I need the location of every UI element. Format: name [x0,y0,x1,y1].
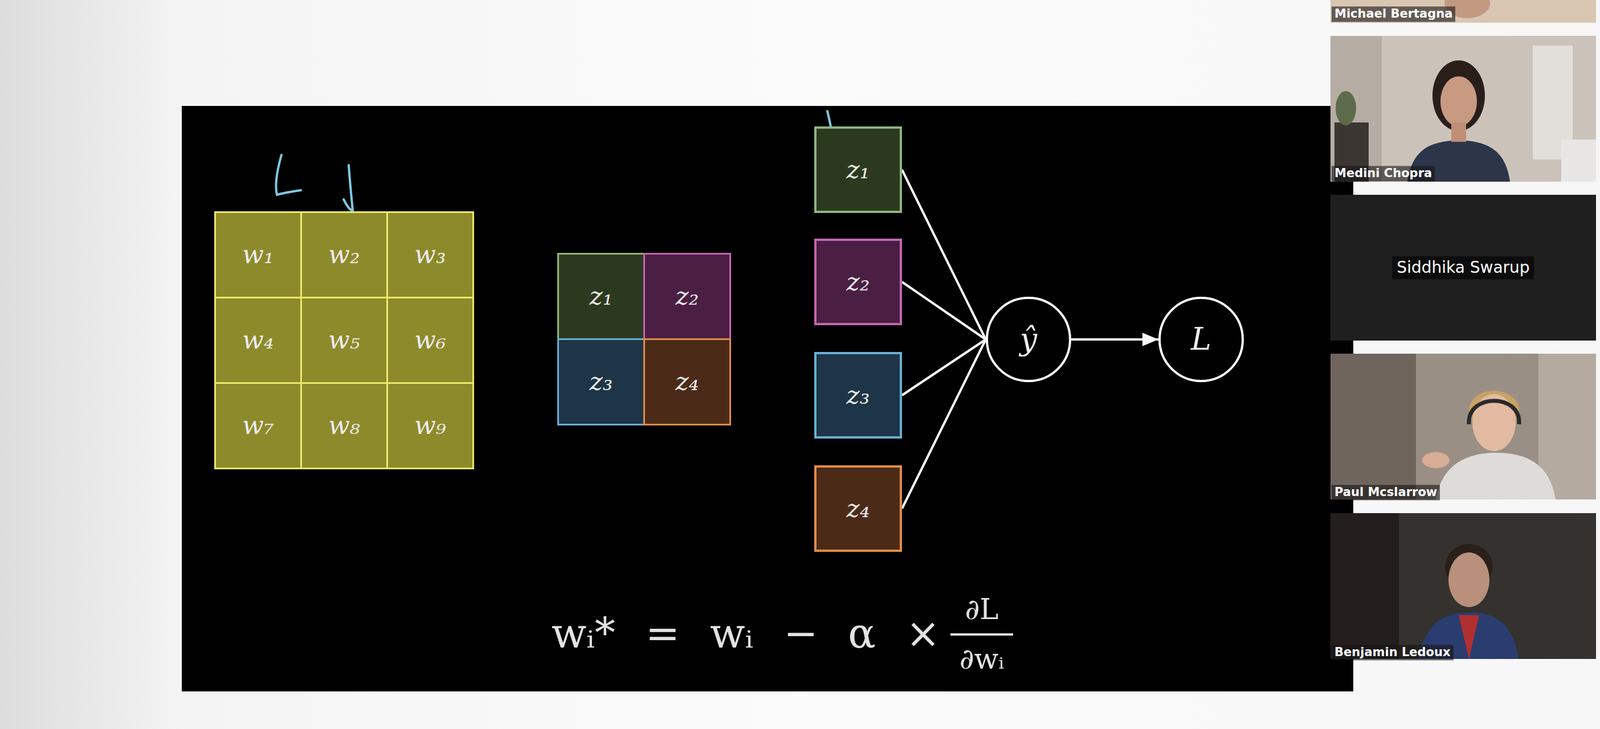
headphones [1468,401,1520,425]
node-text: ŷ [1019,321,1038,358]
node-text: z₄ [675,367,700,397]
connector-line [1071,338,1159,341]
weight-cell: w₂ [300,211,389,299]
feature-map-cell: z₂ [643,252,732,341]
participant-name: Paul Mcslarrow [1331,484,1440,501]
video-tile [1330,35,1597,182]
fraction-bar [950,633,1014,636]
node-text: z₁ [846,155,871,185]
room-plant [1335,91,1357,126]
weight-cell: w₄ [214,296,302,385]
update-formula: wᵢ* = wᵢ − α × [551,610,941,658]
video-tile [1330,513,1597,660]
node-text: z₁ [589,282,614,312]
node-text: w₈ [328,411,360,441]
pen-stroke [343,165,353,211]
node-text: z₃ [846,381,871,411]
weight-cell: w₈ [300,382,389,470]
node-text: w₉ [414,411,446,441]
person-neck [1451,122,1467,142]
connector-line [901,339,986,509]
video-tile [1330,194,1597,341]
weight-cell: w₅ [300,296,389,385]
node-text: L [1190,321,1212,358]
feature-map-cell: z₃ [557,338,646,426]
fraction-denominator: ∂wᵢ [959,643,1005,677]
flattened-cell: z₂ [814,238,902,326]
node-text: w₅ [328,325,360,355]
node-text: w₃ [414,240,446,270]
room-wall [1330,35,1382,182]
person-hoodie [1435,452,1556,500]
participant-name: Medini Chopra [1331,165,1435,182]
pen-stroke [275,154,301,195]
connector-line [901,169,986,340]
connector-line [901,282,986,340]
node-text: z₄ [846,494,871,524]
prediction-node: ŷ [985,296,1072,383]
flattened-cell: z₄ [814,465,902,553]
circle-shape [1159,298,1243,382]
video-tile [1330,353,1597,500]
person-hand [1422,452,1450,469]
weight-cell: w₉ [386,382,475,470]
pen-annotations [275,111,855,211]
feature-map-cell: z₁ [557,252,646,341]
flattened-cell: z₃ [814,352,902,439]
slide-background [181,105,1354,692]
room-wall [1330,353,1416,500]
node-text: w₁ [242,240,274,270]
node-text: w₂ [328,240,360,270]
loss-node: L [1158,296,1244,383]
person-face [1448,552,1490,608]
feature-map-cell: z₄ [643,338,732,426]
node-text: z₂ [846,267,871,297]
node-text: w₆ [414,325,446,355]
fraction-numerator: ∂L [964,593,999,627]
participant-tiles [1330,0,1597,660]
weight-cell: w₁ [214,211,302,299]
participant-name: Michael Bertagna [1331,6,1456,22]
participant-name: Siddhika Swarup [1392,256,1534,280]
node-text: z₃ [589,367,614,397]
weight-cell: w₆ [386,296,475,385]
node-text: z₂ [675,282,700,312]
person-hair [1432,60,1485,132]
flattened-cell: z₁ [814,126,902,214]
person-face [1440,76,1477,127]
participant-name: Benjamin Ledoux [1331,645,1454,661]
room-wall [1330,513,1399,660]
shirt-stripe [1458,615,1480,660]
room-bed [1561,139,1597,182]
weight-cell: w₃ [386,211,475,299]
node-text: w₇ [242,411,274,441]
node-text: w₄ [242,325,274,355]
weight-cell: w₇ [214,382,302,470]
circle-shape [986,298,1071,382]
